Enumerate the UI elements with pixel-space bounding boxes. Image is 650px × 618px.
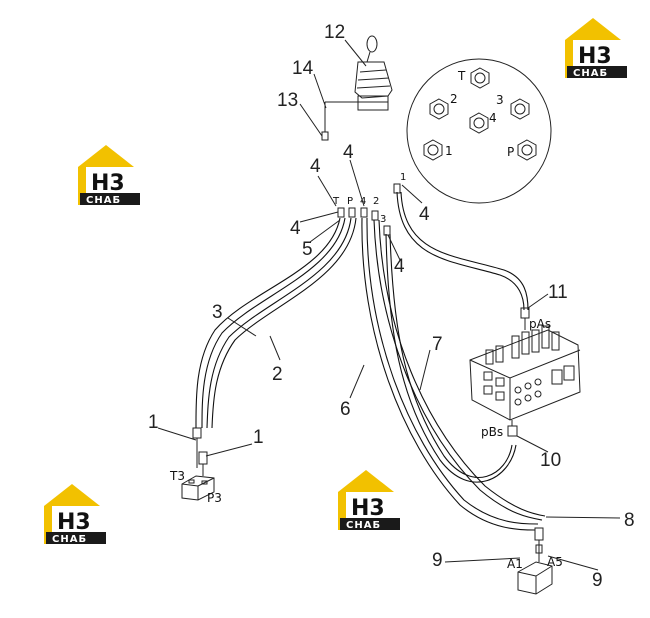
pattern-label-1: 1 (445, 144, 453, 158)
callout-4-c: 4 (290, 218, 301, 239)
port-pattern-view: T 2 3 4 1 P (406, 58, 552, 204)
callout-9-b: 9 (592, 570, 603, 591)
port-T-hex (470, 67, 490, 89)
port-label-T3: T3 (169, 469, 185, 483)
callout-4-b: 4 (343, 142, 354, 163)
watermark-logo-center: H3 CHAБ (338, 470, 400, 531)
port-1-hex (423, 139, 443, 161)
port-2-hex (429, 98, 449, 120)
callout-7: 7 (432, 334, 443, 355)
callout-14: 14 (292, 58, 314, 79)
pattern-label-T: T (457, 69, 466, 83)
callout-4-d: 4 (419, 204, 430, 225)
port-4-hex (469, 112, 489, 134)
callout-8: 8 (624, 510, 635, 531)
joystick-outlet-fittings (337, 183, 401, 236)
port-label-A1: A1 (507, 557, 523, 571)
leader-lines (157, 39, 621, 571)
callout-10: 10 (540, 450, 561, 471)
watermark-top-text: H3 (91, 171, 125, 196)
callout-2: 2 (272, 364, 283, 385)
callout-numbers: 12 14 13 4 4 4 4 4 5 3 2 6 1 1 7 11 10 8… (148, 22, 635, 591)
watermark-top-text: H3 (57, 510, 91, 535)
port-label-4: 4 (360, 196, 366, 207)
callout-4-a: 4 (310, 156, 321, 177)
port-label-3: 3 (380, 214, 386, 225)
callout-9-a: 9 (432, 550, 443, 571)
callout-5: 5 (302, 239, 313, 260)
watermark-top-text: H3 (578, 44, 612, 69)
outlet-port-labels: T P 4 2 3 1 (332, 172, 406, 225)
port-label-T: T (332, 196, 340, 207)
joystick (321, 35, 393, 141)
callout-12: 12 (324, 22, 345, 43)
pattern-label-2: 2 (450, 92, 458, 106)
callout-1-b: 1 (253, 427, 264, 448)
pattern-label-P: P (507, 145, 514, 159)
watermark-logo-bottom-left: H3 CHAБ (44, 484, 106, 545)
watermark-top-text: H3 (351, 496, 385, 521)
callout-6: 6 (340, 399, 351, 420)
right-block: A1 A5 (507, 527, 563, 595)
port-label-1: 1 (400, 172, 406, 183)
watermark-bottom-text: CHAБ (573, 68, 608, 79)
watermark-logo-left: H3 CHAБ (78, 145, 140, 206)
callout-11: 11 (548, 282, 568, 303)
port-label-pAs: pAs (529, 317, 551, 331)
port-label-pBs: pBs (481, 425, 503, 439)
port-3-hex (510, 98, 530, 120)
control-valve: pAs pBs (469, 307, 581, 439)
pattern-label-4: 4 (489, 111, 497, 125)
port-label-P: P (347, 196, 353, 207)
callout-13: 13 (277, 90, 298, 111)
port-P-hex (517, 139, 537, 161)
port-label-P3: P3 (207, 491, 222, 505)
callout-4-e: 4 (394, 256, 405, 277)
callout-3: 3 (212, 302, 223, 323)
watermark-bottom-text: CHAБ (346, 520, 381, 531)
pattern-label-3: 3 (496, 93, 504, 107)
watermark-logo-top-right: H3 CHAБ (565, 18, 627, 79)
port-label-A5: A5 (547, 555, 563, 569)
left-block: T3 P3 (169, 427, 222, 505)
watermark-bottom-text: CHAБ (52, 534, 87, 545)
callout-1-a: 1 (148, 412, 159, 433)
port-label-2: 2 (373, 196, 379, 207)
hoses (195, 191, 546, 531)
watermark-bottom-text: CHAБ (86, 195, 121, 206)
